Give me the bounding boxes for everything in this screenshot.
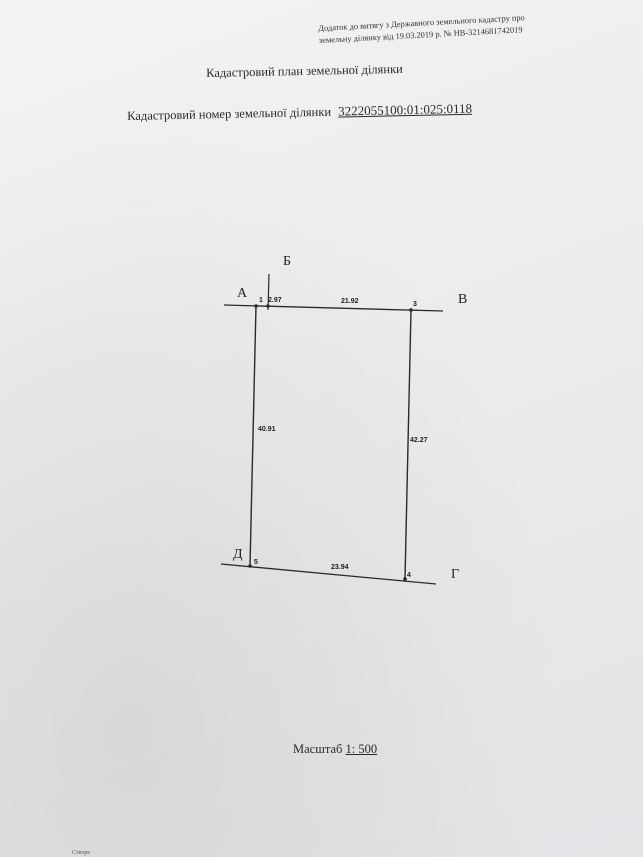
- distance-3-4: 42.27: [410, 437, 428, 444]
- distance-2-3: 21.92: [341, 298, 359, 305]
- vertex-1: [254, 304, 258, 308]
- top-boundary-line: [223, 304, 444, 312]
- vertex-3: [409, 308, 413, 312]
- scale-value: 1: 500: [345, 742, 378, 756]
- point-number-3: 3: [413, 301, 417, 308]
- bottom-boundary-line: [220, 563, 437, 585]
- point-number-4: 4: [407, 572, 411, 579]
- neighbor-label-a: А: [237, 286, 248, 301]
- parcel-side-west: [249, 305, 257, 567]
- neighbor-label-b: Б: [283, 254, 291, 269]
- scale-label: Масштаб: [293, 742, 343, 756]
- footer-fragment: Створе: [72, 850, 90, 856]
- neighbor-label-g: Г: [451, 567, 459, 582]
- vertex-4: [403, 577, 407, 581]
- distance-5-1: 40.91: [258, 426, 276, 433]
- vertex-5: [248, 564, 252, 568]
- distance-1-2: 2.97: [268, 297, 282, 304]
- parcel-side-east: [404, 309, 412, 580]
- north-tick-line: [267, 273, 270, 311]
- scale-line: Масштаб 1: 500: [293, 742, 377, 757]
- vertex-2: [266, 304, 270, 308]
- neighbor-label-d: Д: [233, 547, 243, 562]
- distance-4-5: 23.94: [331, 564, 349, 571]
- point-number-5: 5: [254, 559, 258, 566]
- neighbor-label-v: В: [458, 292, 467, 307]
- point-number-1: 1: [259, 297, 263, 304]
